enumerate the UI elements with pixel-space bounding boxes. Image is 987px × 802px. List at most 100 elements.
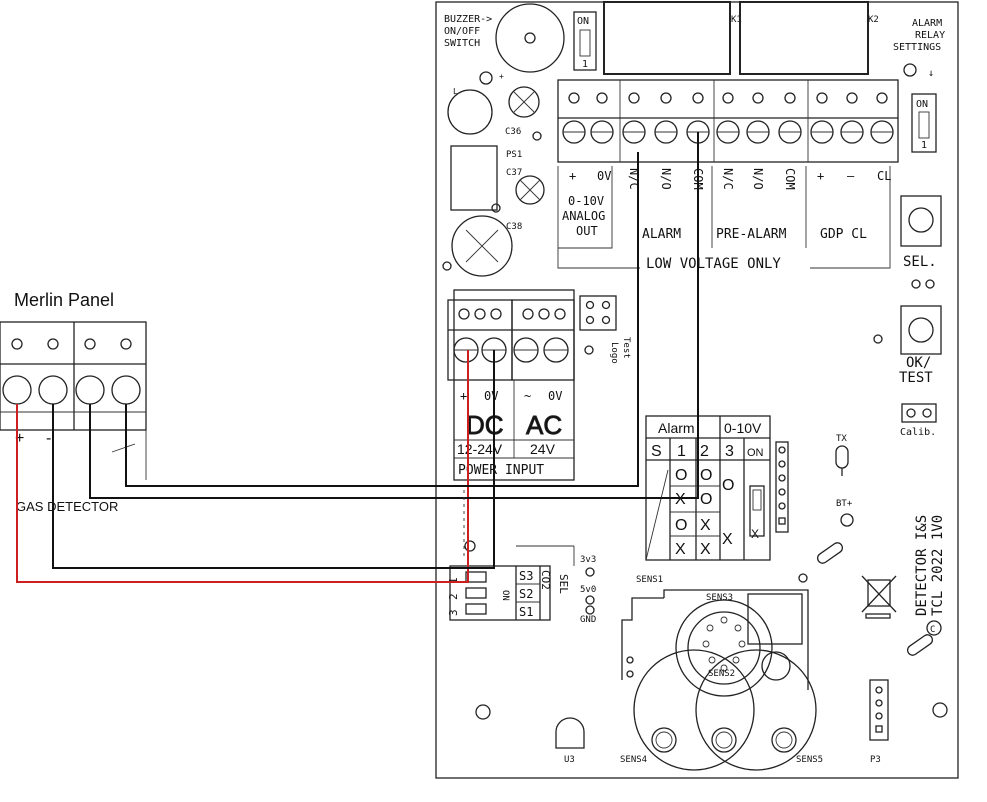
dc-label: DC (466, 410, 504, 440)
wire-power-positive (16, 350, 469, 583)
ac-label: AC (526, 410, 562, 440)
svg-text:ON: ON (916, 99, 928, 110)
relay-table-cell: O (700, 491, 712, 508)
terminal-screw-small (722, 92, 734, 104)
merlin-panel: Merlin Panel + - (0, 290, 147, 480)
svg-text:SENS3: SENS3 (706, 593, 733, 603)
power-screw-small (522, 308, 534, 320)
svg-text:OK/TEST: OK/TEST (899, 355, 933, 386)
svg-text:0V: 0V (484, 389, 498, 403)
svg-text:BT+: BT+ (836, 499, 853, 509)
p3-header: P3 (869, 679, 889, 765)
pre-alarm-label: PRE-ALARM (716, 227, 787, 242)
relay-table-cell: O (700, 467, 712, 484)
sensor-select-dip[interactable]: 1 2 3 ON S3 S2 S1 CO2 SEL (447, 565, 570, 621)
logo-test-jumper[interactable]: Logo Test (579, 295, 631, 364)
svg-text:~: ~ (524, 389, 531, 403)
battery-test-point: BT+ (836, 499, 854, 527)
power-screw-small (554, 308, 566, 320)
svg-text:3v3: 3v3 (580, 555, 596, 565)
svg-text:GND: GND (580, 615, 596, 625)
relay-table-cell: O (675, 517, 687, 534)
terminal-screw-small (846, 92, 858, 104)
wire-power-0v (52, 350, 495, 569)
svg-text:C38: C38 (506, 222, 522, 232)
svg-text:ON: ON (577, 16, 589, 27)
relay-table-cell: O (675, 467, 687, 484)
terminal-screw-small (876, 92, 888, 104)
svg-text:Logo: Logo (609, 342, 619, 364)
svg-text:C36: C36 (505, 127, 521, 137)
terminal-label-9: + (817, 169, 824, 183)
sel-button[interactable]: SEL. (900, 195, 942, 270)
svg-text:SENS1: SENS1 (636, 575, 663, 585)
terminal-screw-small (596, 92, 608, 104)
svg-text:C37: C37 (506, 168, 522, 178)
terminal-screw-small (784, 92, 796, 104)
wire-alarm-nc (125, 152, 639, 487)
power-screw-small (538, 308, 550, 320)
capacitor-c38: C38 (451, 215, 522, 277)
calib-jumper[interactable]: Calib. (900, 403, 937, 438)
relay-table-cell: X (675, 541, 686, 558)
u3-component: U3 (555, 717, 585, 765)
relay-table-cell: X (700, 517, 711, 534)
merlin-plus-label: + (15, 430, 24, 447)
svg-text:Alarm: Alarm (658, 420, 695, 436)
detector-version-label: DETECTOR I&STCL 2022 1V0 (914, 515, 946, 616)
svg-text:SENS4: SENS4 (620, 755, 647, 765)
terminal-label-7: N/O (751, 168, 765, 190)
power-screw-small (490, 308, 502, 320)
svg-text:SEL: SEL (557, 574, 570, 594)
terminal-screw-small (692, 92, 704, 104)
capacitor-c37: C37 (506, 168, 545, 205)
power-screw-small (458, 308, 470, 320)
ok-test-button[interactable]: OK/TEST (899, 305, 942, 386)
relay-table-header-4: 3 (725, 443, 734, 460)
svg-text:C: C (930, 625, 935, 635)
svg-text:ON: ON (500, 590, 510, 601)
merlin-panel-title: Merlin Panel (14, 290, 114, 310)
wire-alarm-com (89, 132, 699, 499)
terminal-label-10: – (847, 169, 855, 183)
terminal-label-2: 0V (597, 169, 611, 183)
tx-led: TX (835, 434, 849, 476)
svg-text:O: O (722, 477, 734, 494)
svg-text:U3: U3 (564, 755, 575, 765)
buzzer-dip-switch[interactable]: ON 1 (573, 11, 597, 71)
sensor-footprints: SENS1 SENS3 SENS2 (620, 575, 823, 771)
terminal-label-4: N/O (659, 168, 673, 190)
terminal-label-6: N/C (721, 168, 735, 190)
wiring (16, 132, 699, 583)
svg-text:X: X (722, 531, 733, 548)
terminal-block-top (557, 79, 899, 163)
svg-text:S3: S3 (519, 569, 533, 583)
svg-text:Test: Test (621, 337, 631, 359)
power-supply-ps1: PS1 (450, 145, 522, 211)
gdp-cl-label: GDP CL (820, 227, 867, 242)
svg-text:TX: TX (836, 434, 847, 444)
relay-table-cell: X (675, 491, 686, 508)
svg-text:S2: S2 (519, 587, 533, 601)
relay-k2: K2 (739, 1, 879, 75)
terminal-screw-small (568, 92, 580, 104)
svg-text:+: + (460, 389, 467, 403)
svg-text:P3: P3 (870, 755, 881, 765)
header-connector (775, 441, 789, 533)
svg-text:SENS2: SENS2 (708, 669, 735, 679)
svg-text:PS1: PS1 (506, 150, 522, 160)
svg-text:0V: 0V (548, 389, 562, 403)
power-input-terminal: + 0V ~ 0V DC AC 12-24V 24V POWER INPUT (447, 289, 575, 481)
terminal-label-1: + (569, 169, 576, 183)
svg-text:1: 1 (447, 577, 460, 584)
svg-text:X: X (751, 527, 759, 541)
alarm-relay-dip-switch[interactable]: ON 1 (911, 93, 937, 153)
svg-text:K2: K2 (868, 15, 879, 25)
svg-text:1: 1 (582, 59, 588, 70)
svg-text:K1: K1 (731, 15, 742, 25)
weee-bin-icon (861, 575, 897, 619)
